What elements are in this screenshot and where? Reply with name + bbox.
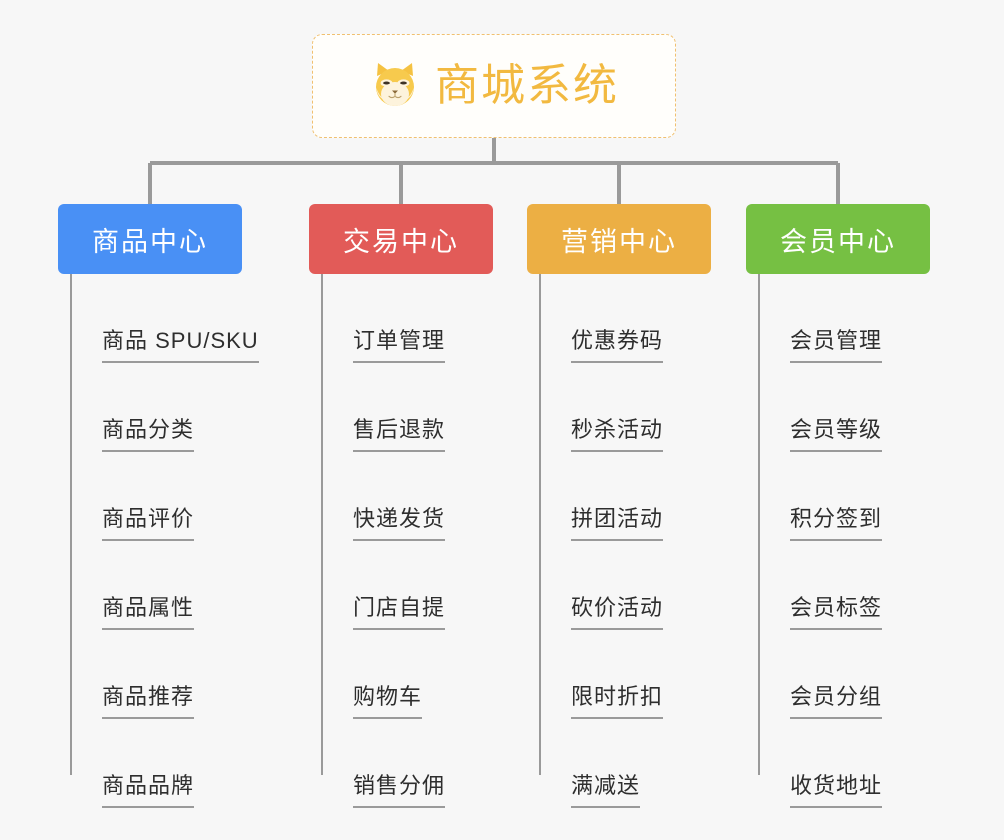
leaf-label: 砍价活动 [571,595,664,630]
leaf-label: 销售分佣 [353,773,446,808]
list-item[interactable]: 商品推荐 [58,630,242,719]
list-item[interactable]: 会员等级 [746,363,930,452]
leaf-label: 会员管理 [790,328,883,363]
leaf-list-1: 订单管理 售后退款 快递发货 门店自提 购物车 销售分佣 [309,274,493,808]
shiba-dog-face-icon [369,60,421,112]
list-item[interactable]: 销售分佣 [309,719,493,808]
category-label-3: 会员中心 [780,226,896,257]
leaf-label: 订单管理 [353,328,446,363]
list-item[interactable]: 积分签到 [746,452,930,541]
list-item[interactable]: 商品 SPU/SKU [58,274,259,363]
column-member-center: 会员中心 会员管理 会员等级 积分签到 会员标签 会员分组 收货地址 [746,204,930,808]
leaf-label: 购物车 [353,684,423,719]
leaf-label: 商品评价 [102,506,195,541]
list-item[interactable]: 订单管理 [309,274,493,363]
leaf-label: 商品属性 [102,595,195,630]
leaf-label: 门店自提 [353,595,446,630]
category-box-2[interactable]: 营销中心 [527,204,711,274]
leaf-spine-2 [539,274,541,775]
leaf-spine-1 [321,274,323,775]
column-trade-center: 交易中心 订单管理 售后退款 快递发货 门店自提 购物车 销售分佣 [309,204,493,808]
leaf-label: 商品推荐 [102,684,195,719]
category-label-1: 交易中心 [343,226,459,257]
leaf-list-3: 会员管理 会员等级 积分签到 会员标签 会员分组 收货地址 [746,274,930,808]
leaf-list-2: 优惠券码 秒杀活动 拼团活动 砍价活动 限时折扣 满减送 [527,274,711,808]
leaf-label: 商品分类 [102,417,195,452]
list-item[interactable]: 优惠券码 [527,274,711,363]
list-item[interactable]: 会员分组 [746,630,930,719]
list-item[interactable]: 砍价活动 [527,541,711,630]
leaf-spine-3 [758,274,760,775]
list-item[interactable]: 商品分类 [58,363,242,452]
category-label-2: 营销中心 [561,226,677,257]
leaf-label: 售后退款 [353,417,446,452]
leaf-label: 会员标签 [790,595,883,630]
leaf-label: 限时折扣 [571,684,664,719]
leaf-label: 收货地址 [790,773,883,808]
list-item[interactable]: 购物车 [309,630,493,719]
leaf-label: 商品 SPU/SKU [102,328,259,363]
list-item[interactable]: 门店自提 [309,541,493,630]
leaf-label: 积分签到 [790,506,883,541]
leaf-label: 会员分组 [790,684,883,719]
leaf-label: 优惠券码 [571,328,664,363]
list-item[interactable]: 拼团活动 [527,452,711,541]
column-marketing-center: 营销中心 优惠券码 秒杀活动 拼团活动 砍价活动 限时折扣 满减送 [527,204,711,808]
list-item[interactable]: 商品属性 [58,541,242,630]
list-item[interactable]: 会员标签 [746,541,930,630]
leaf-label: 快递发货 [353,506,446,541]
list-item[interactable]: 会员管理 [746,274,930,363]
list-item[interactable]: 商品品牌 [58,719,242,808]
leaf-spine-0 [70,274,72,775]
list-item[interactable]: 满减送 [527,719,711,808]
category-box-3[interactable]: 会员中心 [746,204,930,274]
root-title: 商城系统 [435,61,619,110]
category-box-1[interactable]: 交易中心 [309,204,493,274]
leaf-label: 会员等级 [790,417,883,452]
leaf-list-0: 商品 SPU/SKU 商品分类 商品评价 商品属性 商品推荐 商品品牌 [58,274,259,808]
category-label-0: 商品中心 [92,226,208,257]
list-item[interactable]: 收货地址 [746,719,930,808]
root-node[interactable]: 商城系统 [312,34,676,138]
leaf-label: 商品品牌 [102,773,195,808]
list-item[interactable]: 快递发货 [309,452,493,541]
list-item[interactable]: 秒杀活动 [527,363,711,452]
leaf-label: 秒杀活动 [571,417,664,452]
list-item[interactable]: 限时折扣 [527,630,711,719]
category-box-0[interactable]: 商品中心 [58,204,242,274]
list-item[interactable]: 商品评价 [58,452,242,541]
list-item[interactable]: 售后退款 [309,363,493,452]
column-product-center: 商品中心 商品 SPU/SKU 商品分类 商品评价 商品属性 商品推荐 商品品牌 [58,204,259,808]
leaf-label: 拼团活动 [571,506,664,541]
leaf-label: 满减送 [571,773,641,808]
